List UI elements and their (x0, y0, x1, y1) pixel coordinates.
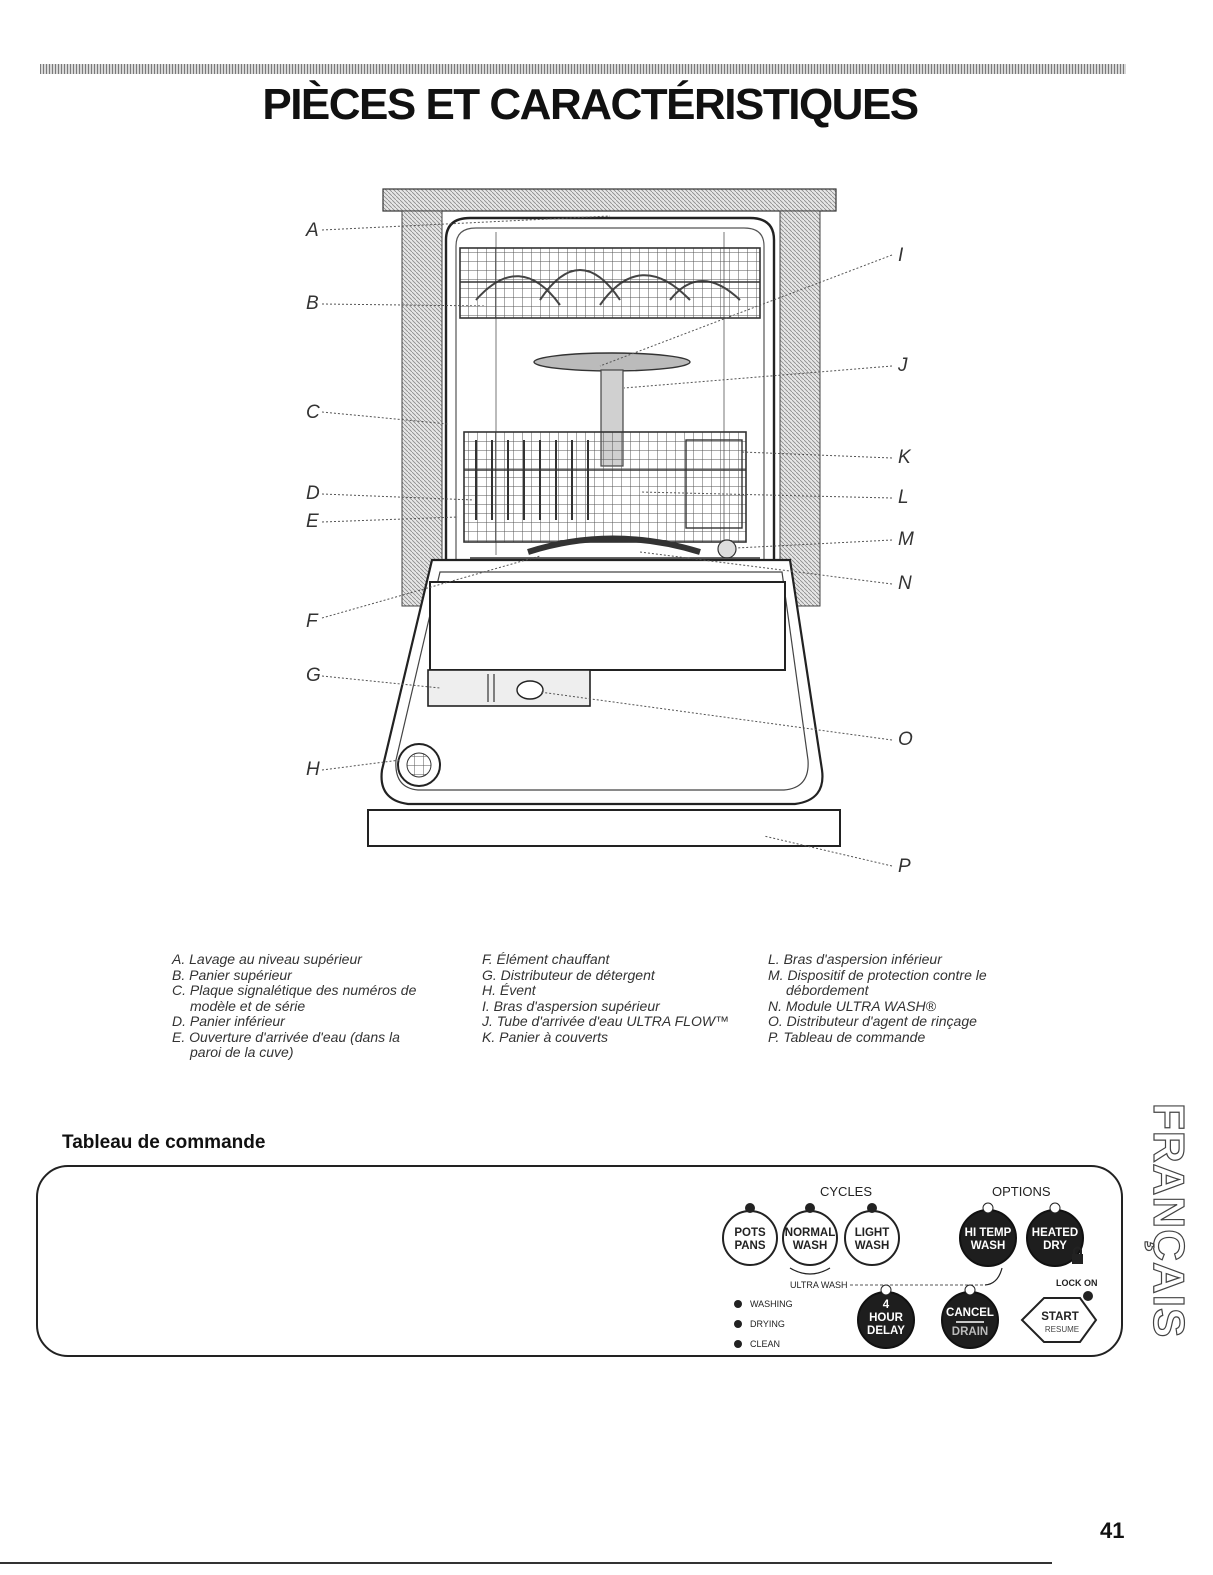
callout-o: O (898, 729, 913, 750)
hour-delay-line-2: HOUR (869, 1312, 904, 1324)
ultra-wash-label: ULTRA WASH (790, 1280, 848, 1290)
silverware-basket (685, 439, 743, 529)
heated-dry-line-2: DRY (1043, 1240, 1067, 1252)
callout-g: G (306, 665, 321, 686)
normal-wash-line-1: NORMAL (785, 1227, 835, 1239)
bottom-rule (0, 1562, 1052, 1564)
hi-temp-wash-line-2: WASH (971, 1240, 1006, 1252)
legend-item-e: E. Ouverture d'arrivée d'eau (dans la pa… (172, 1028, 400, 1060)
legend-column-2: F. Élément chauffant G. Distributeur de … (482, 951, 732, 1045)
top-hatched-rule (40, 64, 1126, 74)
callout-n: N (898, 573, 912, 594)
clean-status: CLEAN (750, 1339, 780, 1349)
cycles-label: CYCLES (820, 1184, 872, 1199)
callout-m: M (898, 529, 914, 550)
legend-item-m: M. Dispositif de protection contre le dé… (768, 966, 987, 998)
drying-status: DRYING (750, 1319, 785, 1329)
hour-delay-button[interactable]: 4 HOUR DELAY (857, 1284, 915, 1349)
hour-delay-line-3: DELAY (867, 1325, 905, 1337)
legend-item-p: P. Tableau de commande (768, 1028, 926, 1045)
legend-item-g: G. Distributeur de détergent (482, 966, 655, 983)
heated-dry-line-1: HEATED (1032, 1227, 1078, 1239)
normal-wash-button[interactable]: NORMAL WASH (782, 1203, 838, 1266)
callout-d: D (306, 483, 320, 504)
leader-lines (321, 215, 893, 867)
page-number: 41 (1100, 1518, 1125, 1543)
start-label: START (1041, 1311, 1078, 1323)
light-wash-button[interactable]: LIGHT WASH (844, 1203, 900, 1266)
upper-spray-arm (533, 352, 691, 372)
cancel-drain-line-2: DRAIN (952, 1326, 988, 1338)
control-panel-edge (367, 809, 841, 847)
countertop (382, 188, 837, 212)
normal-wash-line-2: WASH (793, 1240, 828, 1252)
callout-e: E (306, 511, 319, 532)
legend-item-j: J. Tube d'arrivée d'eau ULTRA FLOW™ (482, 1013, 730, 1029)
lower-spray-arm (527, 535, 701, 555)
pots-pans-line-2: PANS (734, 1240, 765, 1252)
start-resume-button[interactable]: START RESUME (1020, 1291, 1098, 1343)
cabinet-right (779, 210, 821, 607)
hi-temp-wash-button[interactable]: HI TEMP WASH (959, 1202, 1017, 1267)
callout-i: I (898, 245, 904, 266)
legend-item-f: F. Élément chauffant (482, 951, 610, 967)
callout-labels: A B C D E F G H I J K L M N O P (305, 220, 914, 877)
callout-h: H (306, 759, 320, 780)
callout-l: L (898, 487, 909, 508)
callout-b: B (306, 293, 319, 314)
hi-temp-wash-line-1: HI TEMP (965, 1227, 1012, 1239)
control-panel-illustration: CYCLES OPTIONS POTS PANS NORMAL WASH LIG… (722, 1184, 1098, 1349)
francais-side-label: FRANÇAIS (1143, 1103, 1193, 1340)
legend-item-b: B. Panier supérieur (172, 966, 292, 983)
legend-item-d: D. Panier inférieur (172, 1013, 285, 1029)
drying-indicator-dot (734, 1320, 742, 1328)
callout-k: K (898, 447, 912, 468)
pots-pans-line-1: POTS (734, 1227, 766, 1239)
callout-a: A (305, 220, 319, 241)
washing-status: WASHING (750, 1299, 793, 1309)
callout-c: C (306, 402, 320, 423)
lock-icon (1072, 1246, 1083, 1264)
control-panel-frame (36, 1165, 1123, 1357)
legend-item-i: I. Bras d'aspersion supérieur (482, 997, 660, 1014)
control-panel-heading: Tableau de commande (62, 1132, 266, 1153)
door-window (429, 581, 786, 671)
callout-p: P (898, 856, 911, 877)
rinse-aid-dispenser (516, 680, 544, 700)
heated-dry-button[interactable]: HEATED DRY (1026, 1202, 1084, 1267)
light-wash-line-1: LIGHT (855, 1227, 890, 1239)
legend-item-c: C. Plaque signalétique des numéros de mo… (172, 982, 417, 1014)
light-wash-line-2: WASH (855, 1240, 890, 1252)
callout-j: J (897, 355, 908, 376)
legend-item-l: L. Bras d'aspersion inférieur (768, 951, 942, 967)
cancel-drain-button[interactable]: CANCEL DRAIN (941, 1284, 999, 1349)
page-title: PIÈCES ET CARACTÉRISTIQUES (262, 80, 919, 129)
legend-item-h: H. Évent (482, 982, 536, 998)
legend-column-1: A. Lavage au niveau supérieur B. Panier … (172, 951, 422, 1061)
cabinet-left (401, 210, 443, 607)
washing-indicator-dot (734, 1300, 742, 1308)
legend-item-n: N. Module ULTRA WASH® (768, 997, 936, 1014)
upper-rack (459, 247, 761, 319)
hour-delay-line-1: 4 (883, 1299, 890, 1311)
pots-pans-button[interactable]: POTS PANS (722, 1203, 778, 1266)
cancel-drain-line-1: CANCEL (946, 1307, 994, 1319)
resume-label: RESUME (1045, 1325, 1079, 1334)
lock-on-label: LOCK ON (1056, 1278, 1098, 1288)
overfill-protector (717, 539, 737, 559)
legend-item-o: O. Distributeur d'agent de rinçage (768, 1013, 977, 1029)
options-label: OPTIONS (992, 1184, 1051, 1199)
legend-item-k: K. Panier à couverts (482, 1028, 609, 1045)
legend-item-a: A. Lavage au niveau supérieur (172, 951, 362, 967)
legend-column-3: L. Bras d'aspersion inférieur M. Disposi… (768, 951, 1018, 1045)
clean-indicator-dot (734, 1340, 742, 1348)
callout-f: F (306, 611, 319, 632)
detergent-dispenser (427, 669, 591, 707)
